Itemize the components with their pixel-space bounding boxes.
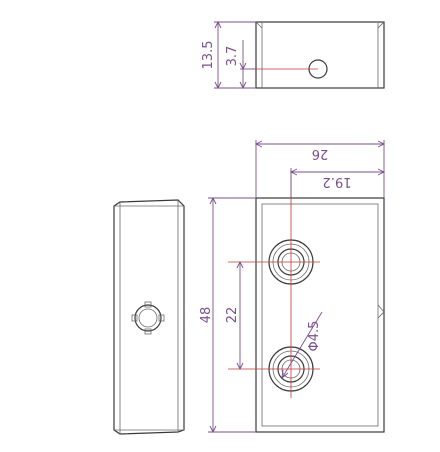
side-view-outline bbox=[113, 199, 185, 435]
dim-hole-spacing: 22 bbox=[225, 307, 240, 324]
dim-length-total: 48 bbox=[199, 307, 214, 324]
dim-hole-offset-top: 3.7 bbox=[225, 46, 240, 67]
dim-hole-diameter: Φ4.5 bbox=[307, 321, 322, 352]
top-view: 13.5 3.7 bbox=[201, 20, 385, 90]
front-view-outline bbox=[255, 197, 385, 433]
dim-height-top: 13.5 bbox=[201, 41, 216, 70]
side-view bbox=[113, 199, 185, 435]
dim-hole-x: 19.2 bbox=[323, 174, 352, 189]
side-view-fitting bbox=[131, 301, 165, 335]
front-view: 26 19.2 48 22 Φ4.5 bbox=[199, 140, 386, 434]
dim-width-total: 26 bbox=[312, 146, 329, 161]
top-view-outline bbox=[255, 21, 385, 89]
